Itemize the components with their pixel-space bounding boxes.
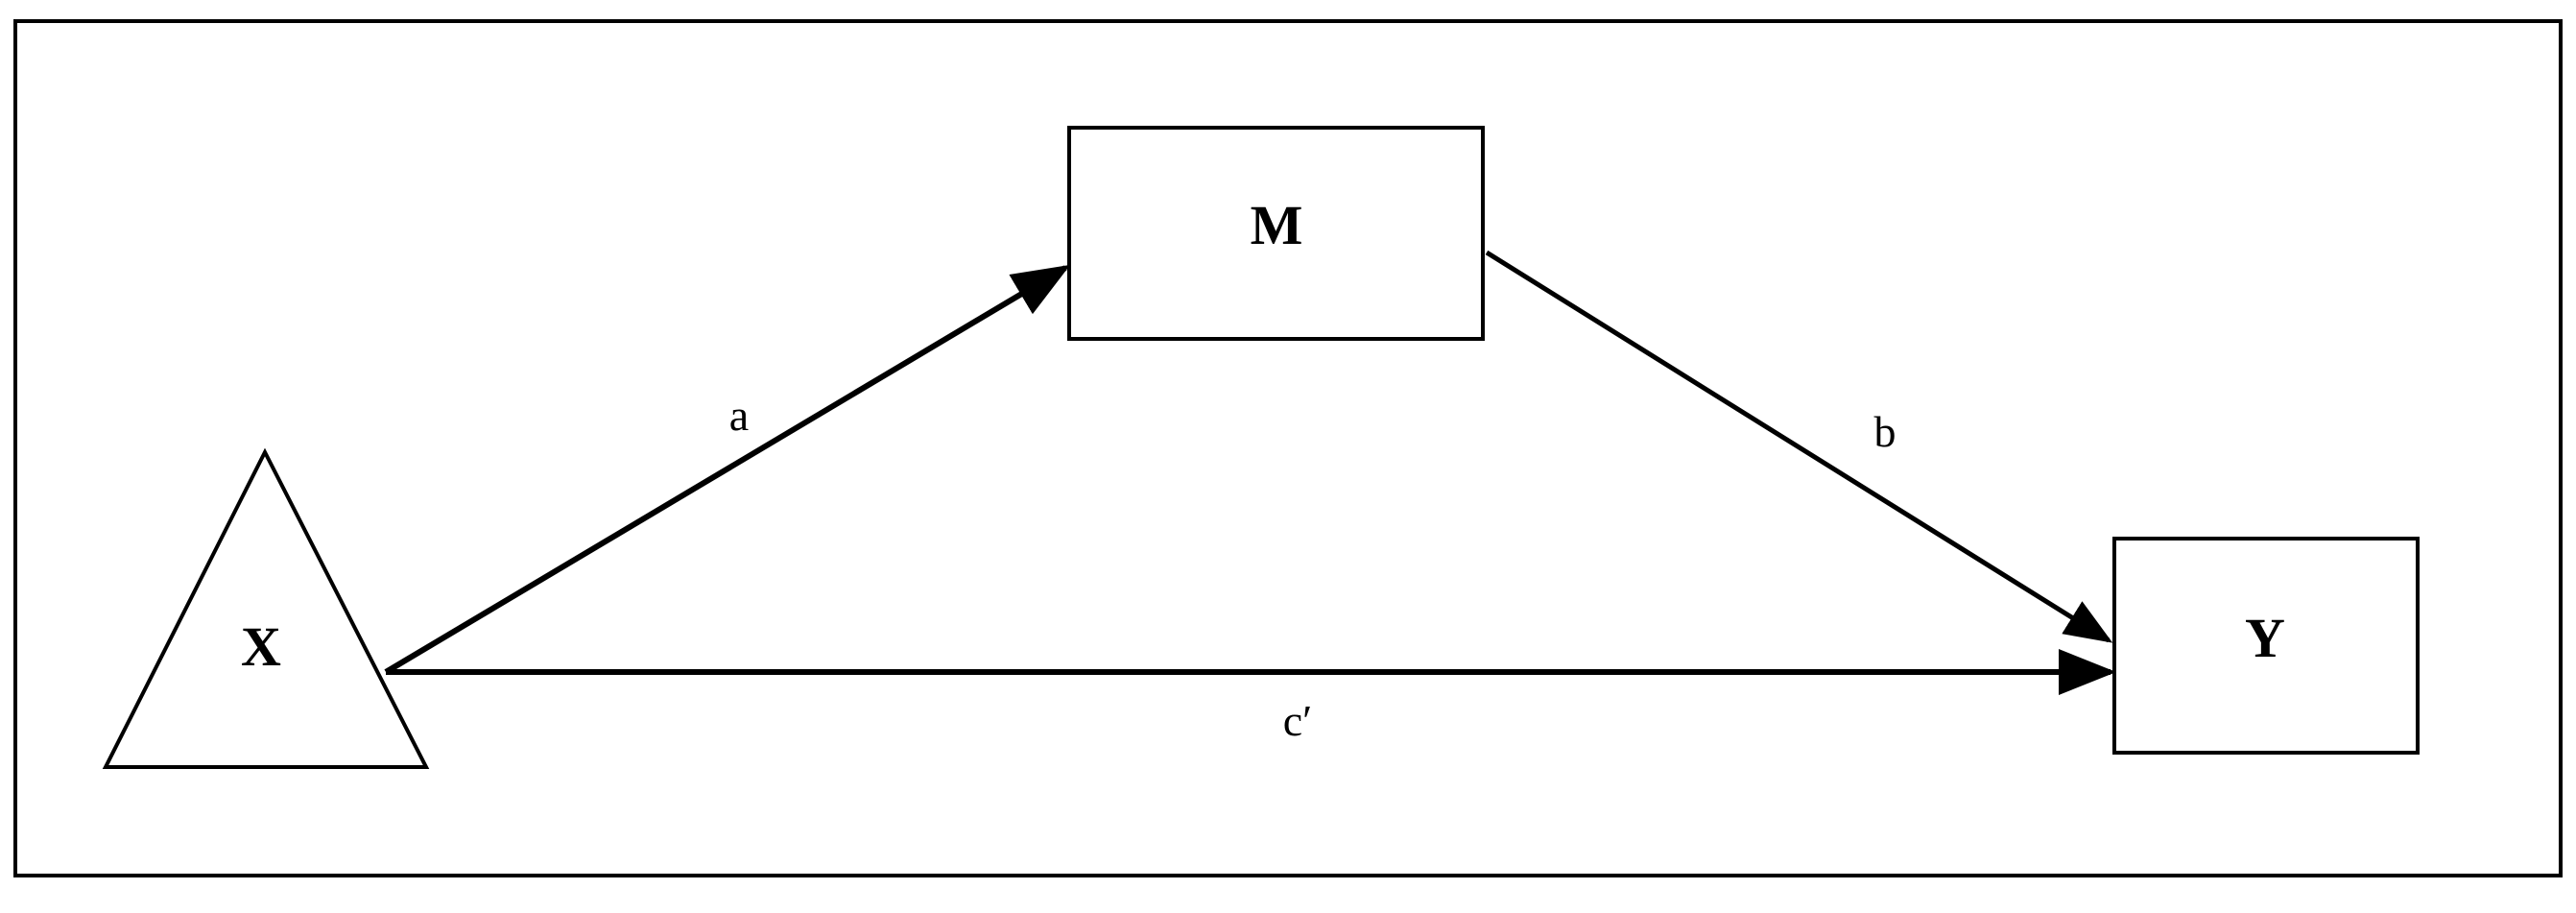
node-x-triangle	[102, 447, 430, 769]
path-c-prime-label: c′	[1283, 696, 1312, 745]
path-a-arrow	[384, 264, 1071, 675]
path-b-label: b	[1874, 407, 1896, 456]
path-a-label: a	[729, 391, 749, 440]
path-b-arrow	[1485, 250, 2113, 643]
node-y-box	[2112, 537, 2420, 755]
node-y: Y	[2112, 537, 2420, 755]
node-m-label: M	[1251, 194, 1303, 256]
node-y-label: Y	[2245, 607, 2285, 669]
node-x: X	[102, 447, 430, 769]
node-m: M	[1067, 126, 1485, 341]
node-x-label: X	[241, 615, 281, 678]
node-m-box	[1067, 126, 1485, 341]
diagram-frame	[13, 19, 2563, 877]
